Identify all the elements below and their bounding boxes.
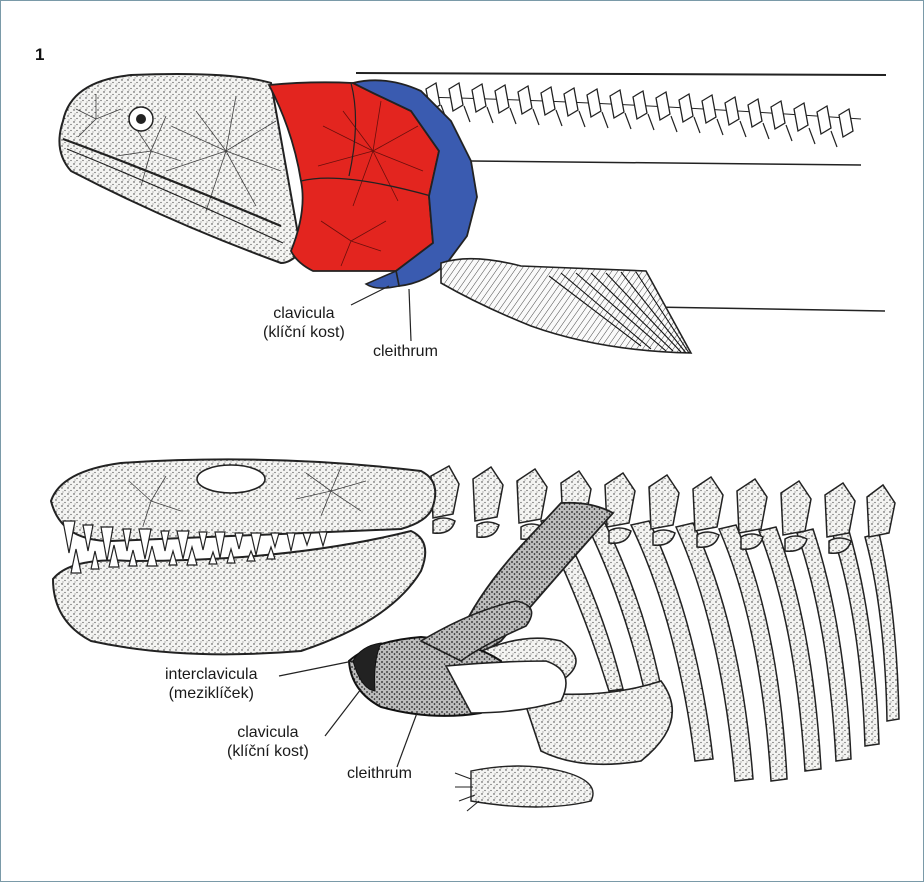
bottom-clavicula-label: clavicula (klíční kost) xyxy=(227,723,309,761)
bottom-cleithrum-label: cleithrum xyxy=(347,764,412,783)
bottom-skeleton-illustration xyxy=(51,459,899,811)
bottom-clavicula-name: clavicula xyxy=(227,723,309,742)
bottom-interclavicula-name: interclavicula xyxy=(165,665,257,684)
bottom-interclavicula-label: interclavicula (meziklíček) xyxy=(165,665,257,703)
bottom-vertebrae xyxy=(431,466,895,553)
top-pectoral-fin xyxy=(441,259,691,353)
bottom-cleithrum-leader xyxy=(397,713,417,767)
top-clavicula-label: clavicula (klíční kost) xyxy=(263,304,345,342)
bottom-eye-socket xyxy=(197,465,265,493)
top-cleithrum-leader xyxy=(409,289,411,341)
bottom-forefoot xyxy=(471,766,593,807)
bottom-interclavicula-leader xyxy=(279,661,353,676)
top-clavicula-name: clavicula xyxy=(263,304,345,323)
bottom-interclavicula-translation: (meziklíček) xyxy=(165,684,257,703)
bottom-clavicula-translation: (klíční kost) xyxy=(227,742,309,761)
top-vertebrae xyxy=(419,83,861,147)
top-fish-illustration xyxy=(59,73,886,353)
top-clavicula-leader xyxy=(351,286,389,305)
bottom-clavicula-leader xyxy=(325,689,361,736)
top-clavicula-translation: (klíční kost) xyxy=(263,323,345,342)
top-cleithrum-label: cleithrum xyxy=(373,342,438,361)
